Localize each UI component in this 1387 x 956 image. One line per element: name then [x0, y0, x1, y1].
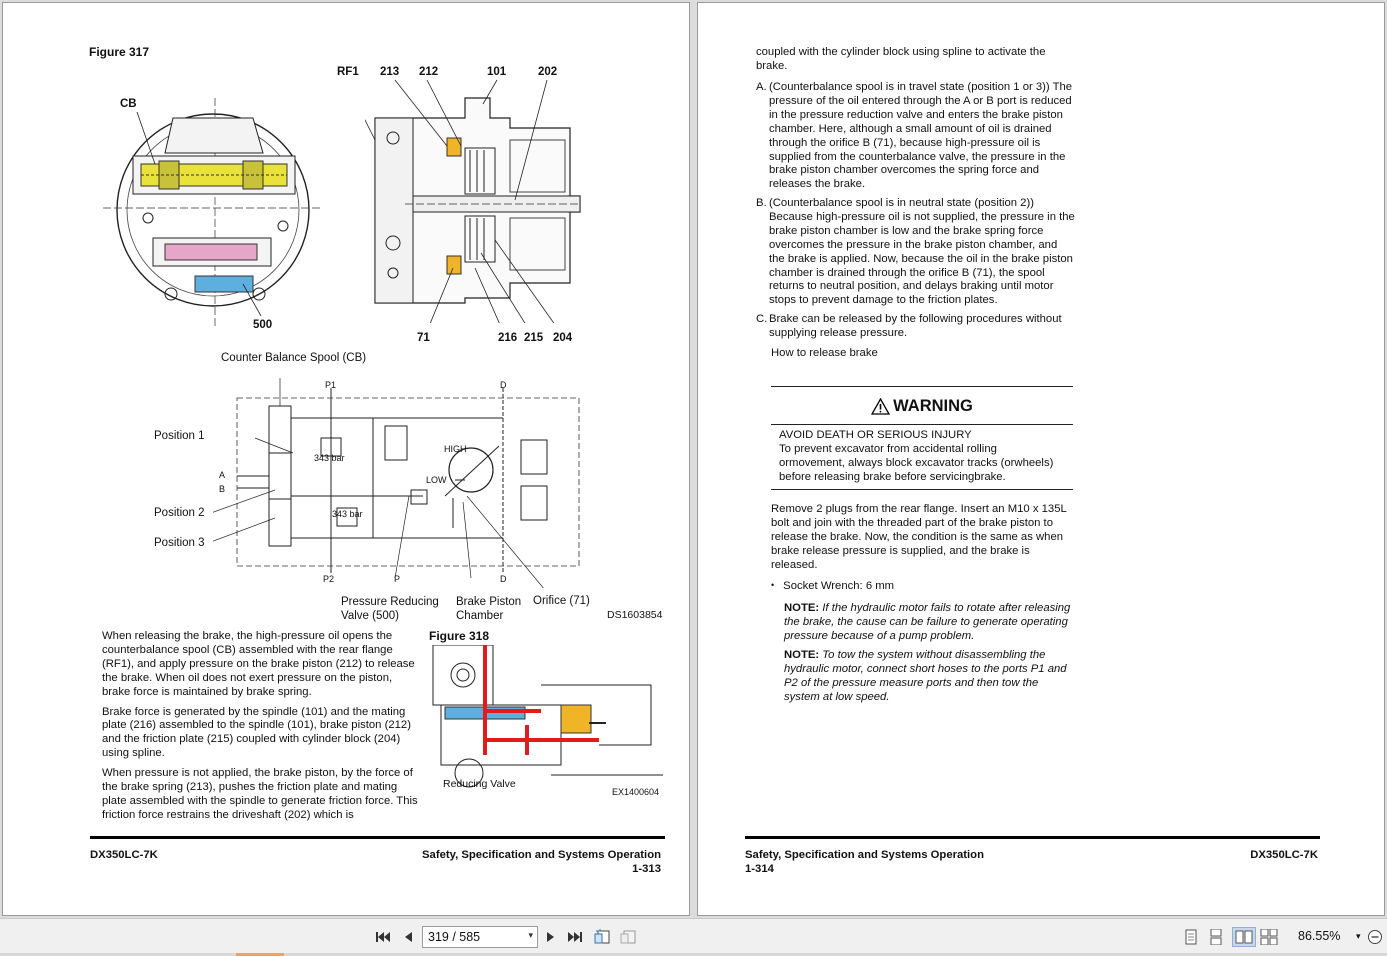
footer-section: Safety, Specification and Systems Operat… [422, 849, 661, 875]
warning-title: WARNING [771, 387, 1073, 424]
port-b: B [219, 484, 226, 494]
facing-view-button[interactable] [1232, 927, 1256, 947]
position-1-label: Position 1 [154, 430, 205, 442]
viewer-toolbar: 319 / 585 ▾ 86.55% ▾ [0, 918, 1387, 956]
figure-318-code: EX1400604 [612, 787, 660, 797]
single-page-icon [1185, 929, 1197, 945]
single-page-view-button[interactable] [1181, 927, 1201, 947]
orifice-label: Orifice (71) [533, 595, 590, 607]
page-number-input[interactable]: 319 / 585 ▾ [422, 926, 538, 948]
next-view-icon [620, 930, 636, 944]
footer-model: DX350LC-7K [90, 849, 158, 861]
warning-body: To prevent excavator from accidental rol… [779, 442, 1054, 483]
page-313: Figure 317 CB 500 [2, 2, 690, 916]
port-d-bottom: D [500, 574, 507, 584]
continuous-view-button[interactable] [1206, 927, 1226, 947]
port-d-top: D [500, 380, 507, 390]
document-viewer: Figure 317 CB 500 [0, 0, 1387, 918]
figure-318-label: Figure 318 [429, 629, 490, 643]
brake-piston-chamber-label: Brake Piston Chamber [456, 596, 522, 622]
callout-216: 216 [498, 332, 518, 344]
zoom-level[interactable]: 86.55% [1298, 929, 1341, 943]
next-page-button[interactable] [541, 927, 561, 947]
footer-rule-right [745, 836, 1320, 839]
callout-101: 101 [487, 66, 507, 78]
high-label: HIGH [444, 444, 467, 454]
reducing-valve-label: Reducing Valve [443, 778, 516, 790]
list-item-b: B. (Counterbalance spool is in neutral s… [756, 197, 1075, 307]
previous-page-button[interactable] [398, 927, 418, 947]
figure-317-label: Figure 317 [89, 45, 150, 59]
list-item-c: C. Brake can be released by the followin… [756, 313, 1062, 339]
footer-model-right: DX350LC-7K [1250, 849, 1318, 861]
tool-bullet: •Socket Wrench: 6 mm [771, 580, 895, 592]
warning-box: WARNING AVOID DEATH OR SERIOUS INJURY To… [771, 386, 1073, 490]
note-2: NOTE: To tow the system without disassem… [784, 649, 1067, 703]
motor-end-view-drawing [103, 98, 323, 326]
footer-rule [90, 836, 665, 839]
hydraulic-schematic [213, 378, 580, 588]
release-procedure: Remove 2 plugs from the rear flange. Ins… [771, 503, 1067, 571]
bullet-icon: • [771, 580, 775, 590]
port-p2: P2 [323, 574, 335, 584]
port-p1: P1 [325, 380, 337, 390]
how-to-release: How to release brake [771, 347, 878, 359]
zoom-dropdown-icon[interactable]: ▾ [1356, 931, 1361, 941]
callout-71: 71 [417, 332, 430, 344]
callout-213: 213 [380, 66, 400, 78]
continuous-facing-view-button[interactable] [1259, 927, 1279, 947]
callout-215: 215 [524, 332, 544, 344]
zoom-out-icon [1368, 930, 1382, 944]
figure-318-drawing [432, 645, 663, 788]
callout-500: 500 [253, 319, 273, 331]
callout-rf1: RF1 [337, 66, 359, 78]
note-1: NOTE: If the hydraulic motor fails to ro… [784, 602, 1071, 642]
continuous-facing-icon [1260, 929, 1278, 945]
next-page-icon [547, 932, 554, 942]
first-page-icon [376, 932, 390, 942]
last-page-button[interactable] [565, 927, 585, 947]
list-item-a: A. (Counterbalance spool is in travel st… [756, 81, 1073, 191]
last-page-icon [568, 932, 582, 942]
previous-view-icon [594, 929, 610, 944]
position-2-label: Position 2 [154, 507, 205, 519]
position-3-label: Position 3 [154, 537, 205, 549]
cb-title: Counter Balance Spool (CB) [221, 352, 367, 364]
continuous-icon [1210, 929, 1222, 945]
callout-204: 204 [553, 332, 573, 344]
first-page-button[interactable] [373, 927, 393, 947]
warning-heading: AVOID DEATH OR SERIOUS INJURY [779, 429, 972, 441]
callout-212: 212 [419, 66, 439, 78]
port-p: P [394, 574, 401, 584]
low-label: LOW [426, 475, 447, 485]
figure-317-code: DS1603854 [607, 609, 663, 621]
callout-cb: CB [120, 98, 137, 110]
left-body-text: When releasing the brake, the high-press… [102, 630, 418, 821]
motor-section-drawing [365, 79, 581, 323]
zoom-out-button[interactable] [1365, 927, 1385, 947]
page-314: coupled with the cylinder block using sp… [697, 2, 1385, 916]
previous-view-button[interactable] [592, 927, 612, 947]
facing-icon [1235, 930, 1253, 944]
relief-343-top: 343 bar [314, 453, 345, 463]
next-view-button[interactable] [618, 927, 638, 947]
scroll-progress-thumb[interactable] [236, 953, 284, 956]
pressure-reducing-valve-label: Pressure Reducing Valve (500) [341, 596, 439, 622]
scroll-progress-bar[interactable] [0, 953, 1387, 956]
port-a: A [219, 470, 226, 480]
callout-202: 202 [538, 66, 558, 78]
right-intro: coupled with the cylinder block using sp… [756, 46, 1046, 72]
footer-section-right: Safety, Specification and Systems Operat… [745, 849, 984, 875]
relief-343-bottom: 343 bar [332, 509, 363, 519]
chevron-down-icon[interactable]: ▾ [528, 930, 533, 940]
previous-page-icon [405, 932, 412, 942]
warning-triangle-icon [871, 398, 891, 415]
